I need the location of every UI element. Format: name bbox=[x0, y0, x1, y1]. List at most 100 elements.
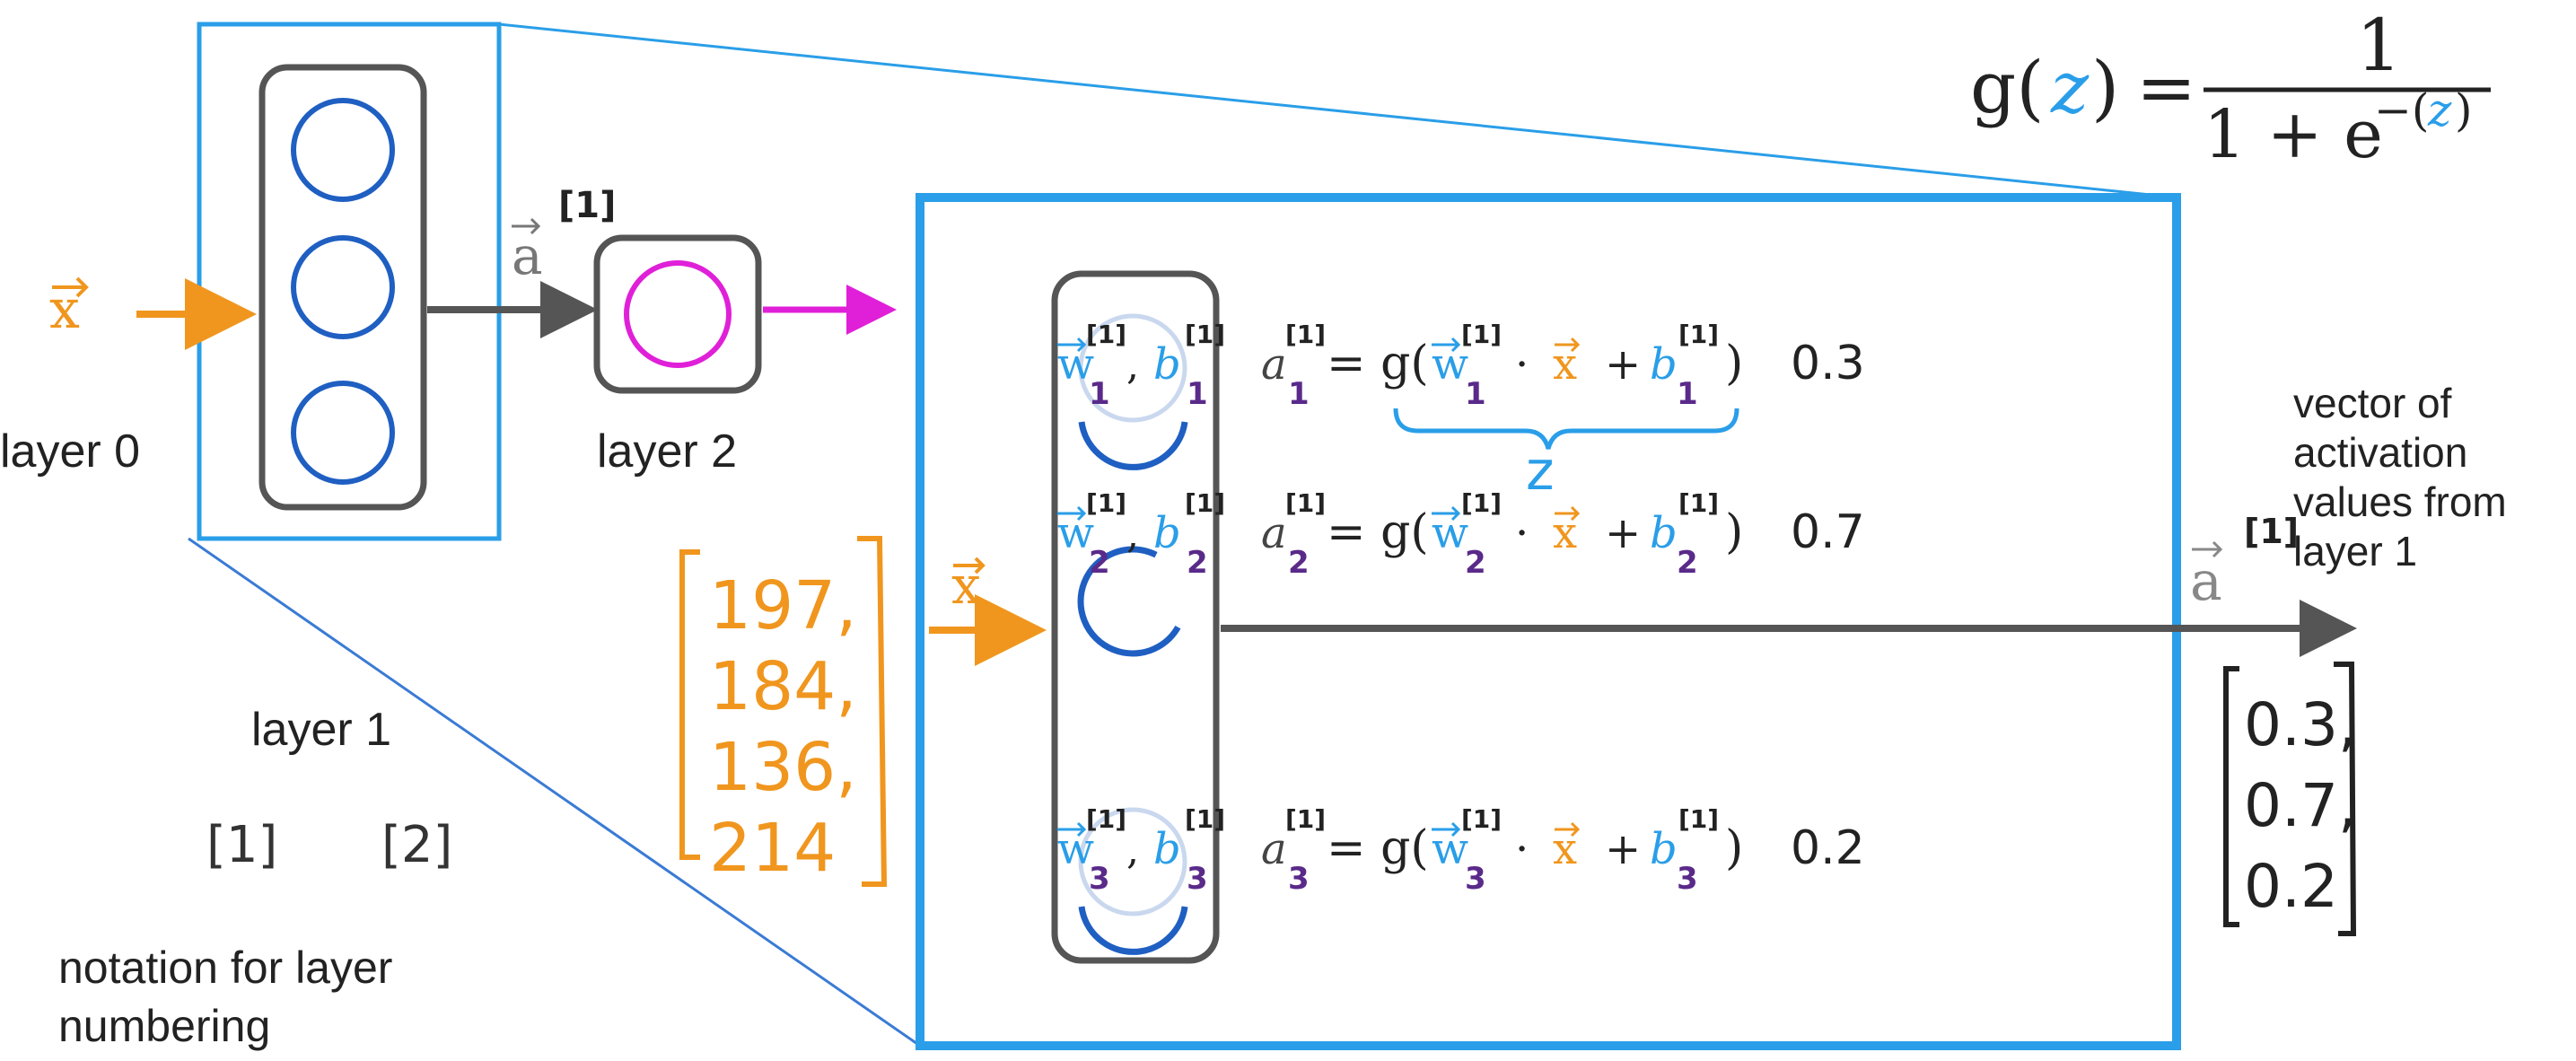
formula-denominator: 1 + e bbox=[2204, 96, 2383, 173]
output-vector-right-bracket bbox=[2334, 662, 2357, 936]
eq3-dot: · bbox=[1515, 824, 1529, 874]
output-description: vector of activation values from layer 1… bbox=[2190, 380, 2507, 936]
a1-small-vector-arrow bbox=[512, 217, 541, 235]
layer1-box bbox=[258, 64, 427, 511]
eq2-b: b bbox=[1650, 508, 1678, 558]
b2-separator-comma: , bbox=[1126, 512, 1139, 557]
formula-exp-close: ) bbox=[2455, 84, 2473, 136]
eq2-w-subscript: 2 bbox=[1465, 545, 1486, 581]
eq1-w-subscript: 1 bbox=[1465, 376, 1486, 412]
b2-subscript: 2 bbox=[1187, 545, 1208, 581]
formula-close: ) bbox=[2091, 46, 2119, 129]
eq3-b: b bbox=[1650, 824, 1678, 874]
zoomed-layer1: x z bbox=[916, 193, 2357, 1050]
output-a-symbol: a bbox=[2190, 550, 2222, 613]
eq1-g-open: = g( bbox=[1327, 337, 1429, 390]
eq2-close: ) bbox=[1725, 505, 1743, 559]
eq1-w-vector-arrow bbox=[1432, 337, 1461, 353]
w3-superscript: [1] bbox=[1086, 804, 1126, 834]
formula-z: z bbox=[2050, 46, 2090, 129]
w1-superscript: [1] bbox=[1086, 320, 1126, 349]
eq1-b-subscript: 1 bbox=[1677, 376, 1698, 412]
notation-bracket-2: [2] bbox=[381, 816, 452, 874]
a1-superscript-small: [1] bbox=[558, 185, 616, 226]
eq1-value: 0.3 bbox=[1791, 337, 1865, 390]
zoom-neuron-3 bbox=[1078, 906, 1188, 955]
zoomed-layer1-box bbox=[1051, 270, 1220, 964]
zoom-frame bbox=[916, 193, 2181, 1050]
a3-superscript: [1] bbox=[1285, 804, 1326, 834]
output-value-1: 0.3, bbox=[2244, 690, 2357, 759]
formula-exp-open: −( bbox=[2374, 84, 2429, 136]
output-value-2: 0.7, bbox=[2244, 771, 2357, 840]
b1-separator-comma: , bbox=[1126, 343, 1139, 389]
eq3-w-subscript: 3 bbox=[1465, 861, 1486, 897]
layer2-label: layer 2 bbox=[597, 425, 737, 478]
eq2-g-open: = g( bbox=[1327, 505, 1429, 559]
small-network: x layer 0 a [1] layer 2 layer 1 [1] [2] … bbox=[0, 22, 2177, 1051]
b3-superscript: [1] bbox=[1185, 804, 1225, 834]
eq1-plus: + bbox=[1605, 339, 1641, 390]
a2-superscript: [1] bbox=[1285, 488, 1326, 518]
eq1-b: b bbox=[1650, 339, 1678, 390]
a3-symbol: a bbox=[1261, 824, 1287, 874]
input-vector-right-bracket bbox=[857, 536, 888, 887]
w1-vector-arrow bbox=[1057, 337, 1087, 353]
zoom-neuron-1-halo bbox=[1078, 313, 1187, 423]
notation-line-1: notation for layer bbox=[58, 943, 392, 993]
eq3-w-superscript: [1] bbox=[1461, 804, 1502, 834]
eq2-value: 0.7 bbox=[1791, 505, 1865, 559]
output-desc-line-1: vector of bbox=[2293, 380, 2452, 426]
eq1-x-vector-arrow bbox=[1555, 337, 1581, 353]
neuron-1-2 bbox=[291, 235, 395, 339]
eq3-x-vector-arrow bbox=[1555, 821, 1581, 837]
output-desc-line-3: values from bbox=[2293, 478, 2507, 525]
w3-symbol: w bbox=[1057, 824, 1094, 874]
w2-vector-arrow bbox=[1057, 505, 1087, 522]
layer2-box bbox=[593, 234, 762, 394]
b1-subscript: 1 bbox=[1187, 376, 1208, 412]
a1-superscript: [1] bbox=[1285, 320, 1326, 349]
input-x-small-vector-arrow bbox=[52, 276, 89, 298]
notation-line-2: numbering bbox=[58, 1001, 270, 1051]
eq3-x: x bbox=[1553, 824, 1577, 874]
a1-subscript: 1 bbox=[1288, 376, 1310, 412]
output-value-3: 0.2 bbox=[2244, 852, 2338, 921]
eq2-x: x bbox=[1553, 508, 1577, 558]
b3-subscript: 3 bbox=[1187, 861, 1208, 897]
eq2-dot: · bbox=[1515, 508, 1529, 558]
b1-superscript: [1] bbox=[1185, 320, 1225, 349]
eq2-b-subscript: 2 bbox=[1677, 545, 1698, 581]
w1-subscript: 1 bbox=[1089, 376, 1110, 412]
eq2-x-vector-arrow bbox=[1555, 505, 1581, 522]
a1-symbol-small: a bbox=[512, 225, 543, 286]
output-a-superscript: [1] bbox=[2244, 512, 2299, 551]
input-x-zoom-vector-arrow bbox=[953, 557, 986, 574]
eq3-w-vector-arrow bbox=[1432, 821, 1461, 837]
formula-g: g( bbox=[1970, 46, 2044, 129]
output-vector-left-bracket bbox=[2223, 666, 2239, 927]
w2-symbol: w bbox=[1057, 508, 1094, 558]
eq2-w: w bbox=[1432, 508, 1468, 558]
eq3-b-subscript: 3 bbox=[1677, 861, 1698, 897]
w2-subscript: 2 bbox=[1089, 545, 1110, 581]
eq3-plus: + bbox=[1605, 824, 1641, 874]
zoom-neuron-2 bbox=[1077, 546, 1188, 657]
layer0-label: layer 0 bbox=[0, 425, 140, 478]
a2-subscript: 2 bbox=[1288, 545, 1310, 581]
eq1-close: ) bbox=[1725, 337, 1743, 390]
eq2-plus: + bbox=[1605, 508, 1641, 558]
b3-symbol: b bbox=[1153, 824, 1181, 874]
output-desc-line-4: layer 1 bbox=[2293, 528, 2417, 574]
sigmoid-formula: g( z ) = 1 1 + e −( z ) bbox=[1970, 4, 2491, 173]
eq1-w-superscript: [1] bbox=[1461, 320, 1502, 349]
w3-subscript: 3 bbox=[1089, 861, 1110, 897]
neuron-equations: w[1]1,b[1]1a[1]1= g(w[1]1·x+b[1]1)0.3w[1… bbox=[1057, 320, 1865, 897]
zoom-neuron-1 bbox=[1078, 421, 1188, 470]
formula-exp-z: z bbox=[2427, 84, 2452, 136]
a1-symbol: a bbox=[1261, 339, 1287, 390]
b3-separator-comma: , bbox=[1126, 828, 1139, 873]
w1-symbol: w bbox=[1057, 339, 1094, 390]
w3-vector-arrow bbox=[1057, 821, 1087, 837]
